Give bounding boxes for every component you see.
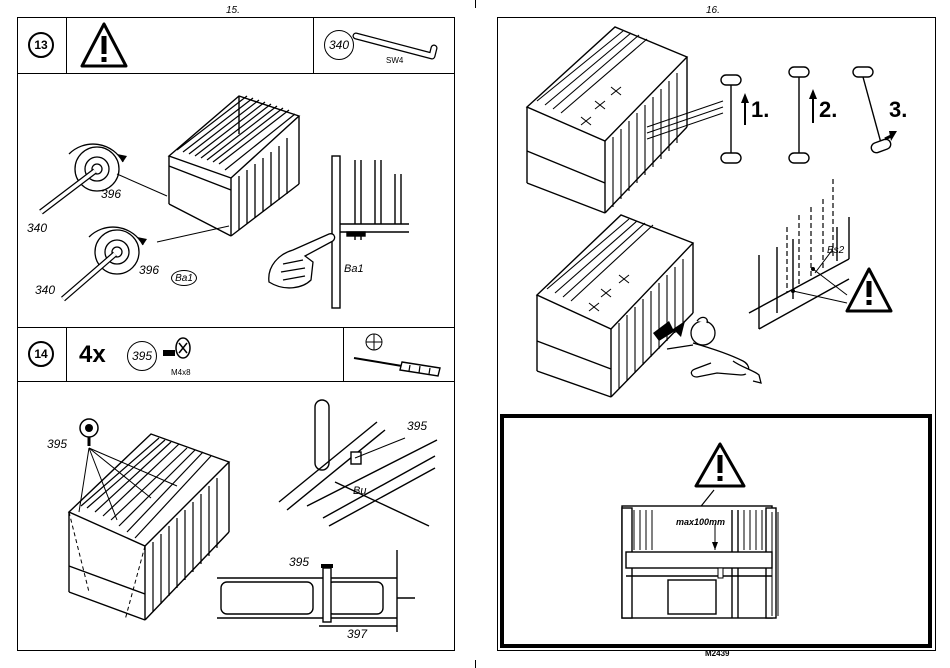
part-340-label-a: 340	[27, 222, 47, 234]
part-396-label-a: 396	[101, 188, 121, 200]
step14-parts-cell: 4x 395 M4x8	[66, 327, 344, 382]
step-3-label: 3.	[889, 99, 907, 121]
center-fold-mark-top	[475, 0, 476, 8]
center-fold-mark-bottom	[475, 660, 476, 668]
step-1-label: 1.	[751, 99, 769, 121]
screw-icon	[67, 328, 345, 383]
step14-illustration: 395 395 Bu 395 397	[17, 382, 455, 651]
warning-icon	[67, 18, 315, 75]
step14-tool-cell	[343, 327, 455, 382]
step13-number-cell: 13	[17, 17, 67, 74]
tool-name: SW4	[386, 57, 403, 65]
screw-assembly-diagram	[17, 382, 455, 651]
part-395-label-left: 395	[47, 438, 67, 450]
step14-number-cell: 14	[17, 327, 67, 382]
max-gap-label: max100mm	[676, 518, 725, 527]
bs2-callout: Bs2	[827, 246, 844, 256]
allen-key-icon	[314, 18, 456, 75]
page16-illustration: 1. 2. 3. Bs2	[497, 17, 936, 412]
page-number-left: 15.	[226, 5, 240, 16]
bu-callout: Bu	[353, 486, 366, 497]
ba1-callout: Ba1	[171, 270, 197, 286]
step13-number: 13	[28, 32, 54, 58]
step-2-label: 2.	[819, 99, 837, 121]
part-395-label-section: 395	[289, 556, 309, 568]
crib-assembly-diagram	[17, 74, 455, 328]
step14-number: 14	[28, 341, 54, 367]
page-number-right: 16.	[706, 5, 720, 16]
part-340-label-b: 340	[35, 284, 55, 296]
document-code: M2439	[705, 650, 729, 658]
mattress-gap-diagram	[504, 418, 928, 644]
step13-tool-cell: 340 SW4	[313, 17, 455, 74]
part-395-label-detail: 395	[407, 420, 427, 432]
screwdriver-icon	[344, 328, 456, 383]
step13-warning-cell	[66, 17, 314, 74]
part-396-label-b: 396	[139, 264, 159, 276]
ba1-side-label: Ba1	[344, 264, 364, 275]
screw-size: M4x8	[171, 369, 191, 377]
max-gap-warning-box: max100mm	[500, 414, 932, 648]
step13-illustration: 396 340 396 340 Ba1 Ba1	[17, 74, 455, 328]
part-397-label: 397	[347, 628, 367, 640]
crib-removal-diagram	[497, 17, 936, 412]
